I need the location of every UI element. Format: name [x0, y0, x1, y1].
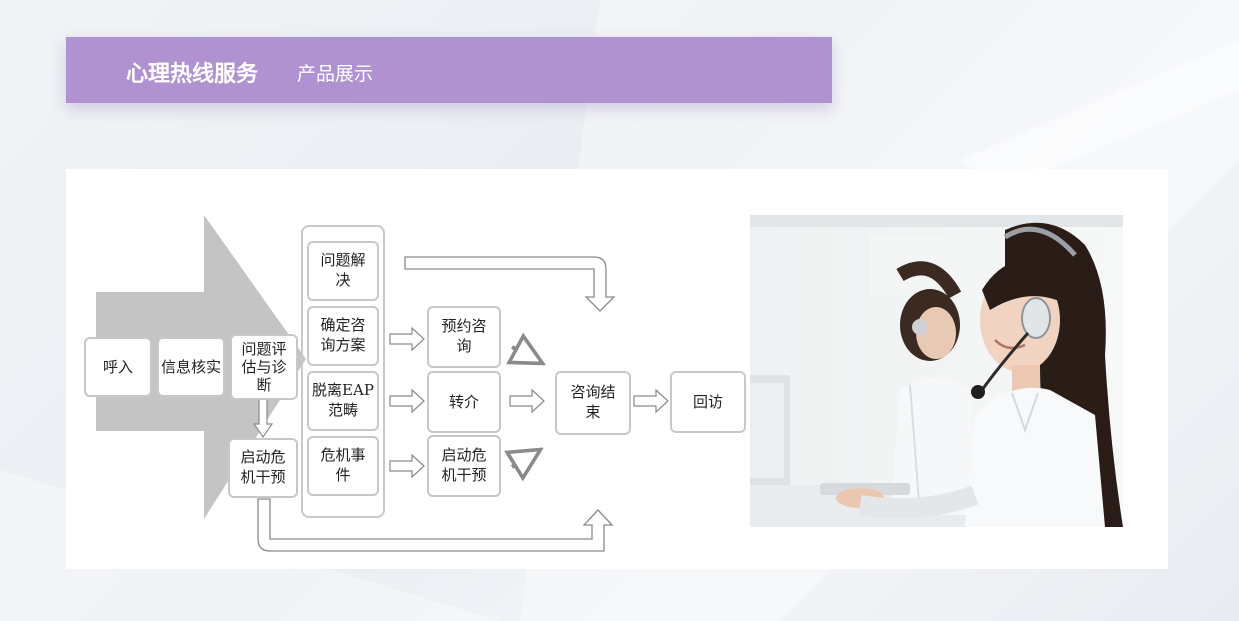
plan-to-appointment-arrow	[389, 326, 425, 352]
node-crisis-start: 启动危 机干预	[228, 438, 298, 498]
svg-text:询: 询	[456, 337, 471, 355]
svg-text:机干预: 机干预	[240, 468, 285, 486]
eap-to-referral-arrow	[389, 388, 425, 414]
header-subtitle: 产品展示	[297, 63, 374, 85]
intervene-to-end-arrow	[512, 451, 538, 467]
node-eap: 脱离EAP 范畴	[307, 371, 379, 431]
svg-text:件: 件	[335, 466, 350, 484]
svg-text:问题评: 问题评	[241, 340, 286, 358]
svg-text:回访: 回访	[693, 393, 723, 411]
node-assess: 问题评 估与诊 断	[230, 334, 298, 400]
svg-text:询方案: 询方案	[320, 336, 365, 354]
header-title: 心理热线服务	[126, 62, 259, 87]
appointment-to-end-arrow	[512, 347, 540, 362]
svg-text:机干预: 机干预	[441, 466, 486, 484]
referral-to-end-arrow	[509, 388, 545, 414]
node-problem-solve: 问题解 决	[307, 241, 379, 301]
call-center-photo	[750, 215, 1123, 527]
svg-text:启动危: 启动危	[240, 448, 285, 466]
svg-text:断: 断	[256, 376, 271, 394]
svg-text:脱离EAP: 脱离EAP	[312, 381, 374, 399]
assess-to-crisis-arrow	[252, 398, 274, 439]
svg-text:启动危: 启动危	[441, 446, 486, 464]
svg-text:范畴: 范畴	[328, 401, 358, 419]
svg-text:预约咨: 预约咨	[441, 317, 486, 335]
svg-text:确定咨: 确定咨	[320, 316, 365, 334]
node-info-verify: 信息核实	[157, 337, 225, 397]
svg-text:估与诊: 估与诊	[241, 358, 286, 376]
problem-solved-to-end-arrow	[404, 256, 616, 312]
svg-text:危机事: 危机事	[320, 446, 365, 464]
crisis-event-to-intervene-arrow	[389, 453, 425, 479]
svg-text:决: 决	[335, 271, 350, 289]
hotline-flow-diagram: 呼入 信息核实 问题评 估与诊 断 启动危 机干预 问题解 决 确定咨 询方案	[84, 215, 746, 552]
node-follow-up: 回访	[670, 371, 746, 433]
svg-text:呼入: 呼入	[103, 358, 133, 376]
node-plan: 确定咨 询方案	[307, 306, 379, 366]
svg-text:咨询结: 咨询结	[570, 383, 615, 401]
svg-text:信息核实: 信息核实	[161, 358, 221, 376]
node-consult-end: 咨询结 束	[555, 371, 631, 435]
node-referral: 转介	[427, 371, 501, 433]
node-call-in: 呼入	[84, 337, 152, 397]
end-to-followup-arrow	[633, 388, 669, 414]
content-panel: 呼入 信息核实 问题评 估与诊 断 启动危 机干预 问题解 决 确定咨 询方案	[66, 169, 1168, 569]
outcome-column-frame	[301, 225, 385, 518]
node-appointment: 预约咨 询	[427, 306, 501, 368]
svg-text:转介: 转介	[449, 393, 479, 411]
crisis-to-end-arrow	[257, 498, 614, 552]
header-bar: 心理热线服务 产品展示	[66, 37, 832, 103]
svg-text:问题解: 问题解	[320, 251, 365, 269]
node-crisis-intervene: 启动危 机干预	[427, 435, 501, 497]
svg-text:束: 束	[585, 403, 600, 421]
node-crisis-event: 危机事 件	[307, 436, 379, 496]
